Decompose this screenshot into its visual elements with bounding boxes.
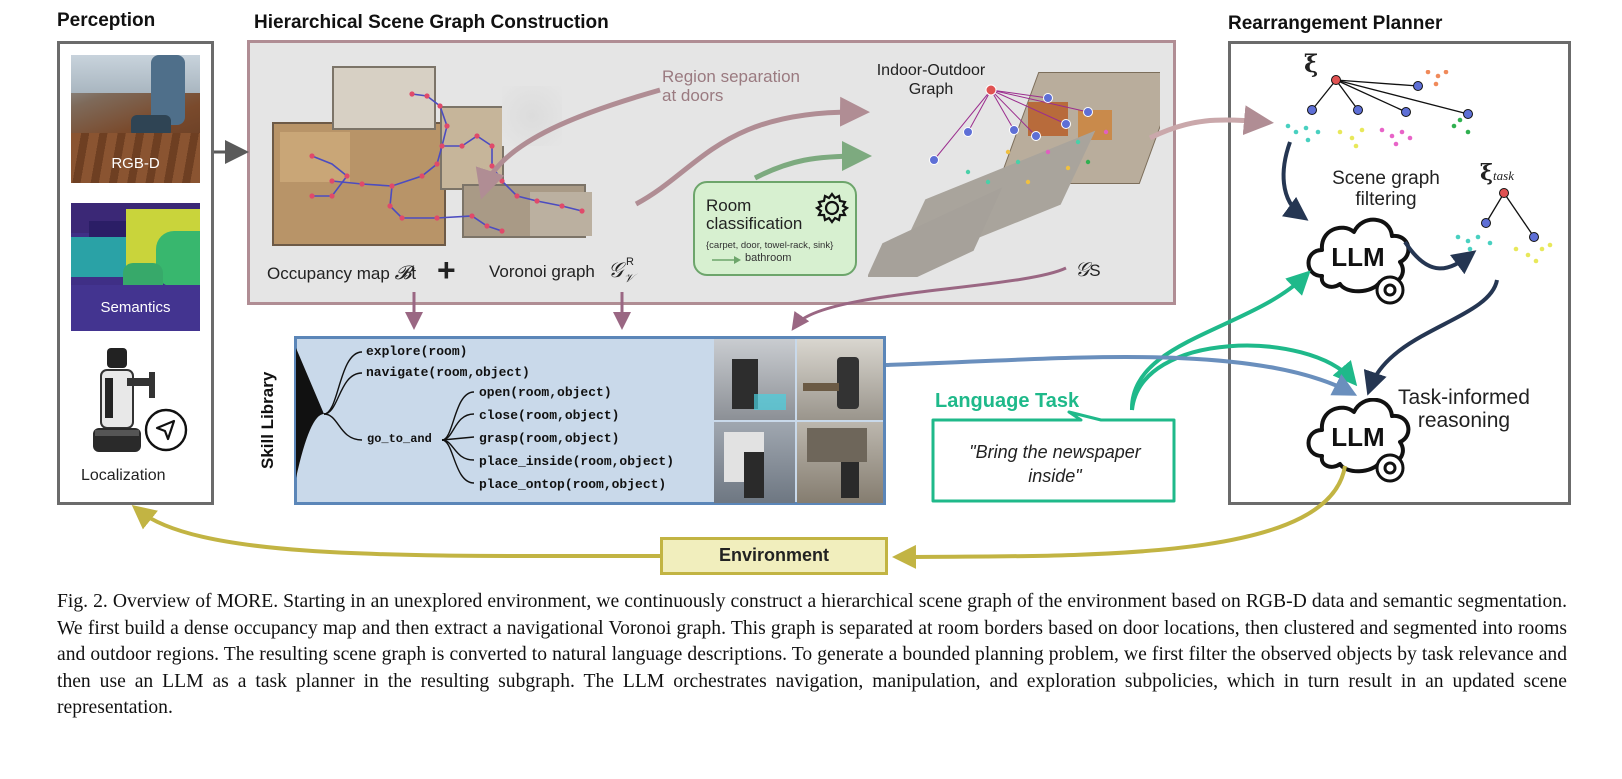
semantics-image: Semantics — [71, 203, 200, 331]
indoor-outdoor-label: Indoor-Outdoor Graph — [876, 62, 986, 98]
indoor-outdoor-image — [868, 72, 1160, 277]
perception-panel — [57, 41, 214, 505]
voronoi-subscript: 𝒱 — [624, 271, 634, 285]
llm-filter-label: LLM — [1331, 242, 1384, 272]
xi-task-symbol: ξtask — [1480, 160, 1514, 186]
planner-panel — [1228, 41, 1571, 505]
room-classification-objects: {carpet, door, towel-rack, sink} — [706, 240, 834, 251]
gear-icon — [815, 192, 849, 224]
xi-symbol: ξ — [1304, 49, 1319, 78]
navigation-arrow-icon — [144, 408, 188, 452]
llm-reasoning-label: LLM — [1331, 422, 1384, 452]
voronoi-graph-overlay — [309, 91, 585, 234]
skill-explore: explore(room) — [366, 344, 468, 359]
occupancy-map-image — [272, 66, 620, 251]
voronoi-symbol: 𝒢 — [608, 258, 623, 282]
skill-tree-lines — [296, 348, 475, 484]
voronoi-graph-label: Voronoi graph — [489, 262, 595, 281]
language-task-text: "Bring the newspaper inside" — [969, 442, 1141, 486]
environment-box — [660, 537, 888, 575]
right-arrow-icon — [712, 256, 741, 264]
scene-graph-filtering-label: Scene graph filtering — [1332, 168, 1440, 210]
full-scene-graph — [1285, 70, 1473, 149]
region-separation-label: Region separation at doors — [662, 67, 800, 105]
planner-title: Rearrangement Planner — [1228, 13, 1443, 34]
voronoi-superscript: R — [626, 256, 634, 268]
plus-sign: + — [437, 252, 456, 288]
skill-photo-3 — [714, 422, 795, 503]
robot-illustration — [93, 348, 155, 452]
language-task-box — [931, 410, 1176, 503]
llm-reasoning-cloud: LLM — [1306, 398, 1411, 483]
filtered-scene-graph — [1455, 188, 1553, 264]
rgbd-label: RGB-D — [111, 155, 160, 172]
skill-navigate: navigate(room,object) — [366, 365, 530, 380]
skill-place-ontop: place_ontop(room,object) — [479, 477, 667, 492]
rgbd-image: RGB-D — [71, 55, 200, 183]
skill-photo-2 — [797, 339, 883, 420]
llm-filter-cloud: LLM — [1306, 217, 1411, 305]
figure-caption: Fig. 2. Overview of MORE. Starting in an… — [57, 591, 1567, 718]
environment-label: Environment — [718, 545, 829, 565]
scene-graph-symbol: 𝒢S — [1075, 257, 1101, 281]
skill-go-to-and: go_to_and — [367, 432, 432, 446]
hsg-title: Hierarchical Scene Graph Construction — [254, 12, 609, 33]
skill-close: close(room,object) — [479, 408, 620, 423]
localization-label: Localization — [81, 467, 166, 484]
occupancy-map-label: Occupancy map 𝓑t — [267, 262, 417, 284]
room-classification-result: bathroom — [745, 252, 792, 264]
skill-grasp: grasp(room,object) — [479, 431, 620, 446]
room-classification-label: Room classification — [706, 196, 803, 233]
skill-open: open(room,object) — [479, 385, 612, 400]
skill-place-inside: place_inside(room,object) — [479, 454, 675, 469]
language-task-title: Language Task — [935, 390, 1080, 412]
skill-photo-4 — [797, 422, 883, 503]
indoor-outdoor-graph — [929, 84, 1109, 185]
skill-photo-1 — [714, 339, 795, 420]
semantics-label: Semantics — [100, 299, 171, 316]
perception-title: Perception — [57, 10, 156, 31]
task-informed-reasoning-label: Task-informed reasoning — [1398, 386, 1530, 432]
